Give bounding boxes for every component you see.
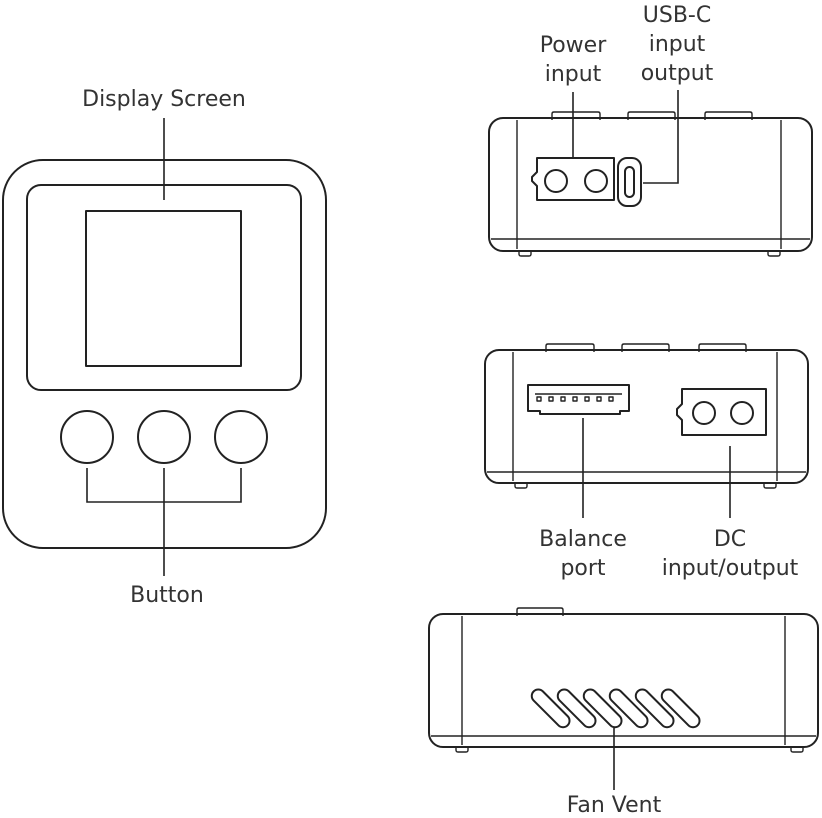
button-left bbox=[60, 410, 114, 464]
top-tab-3 bbox=[704, 111, 753, 120]
screen-bezel bbox=[26, 184, 302, 391]
device-body-side-1 bbox=[488, 117, 813, 252]
top-tab-3 bbox=[698, 343, 747, 352]
side-view-balance: Balance port DC input/output bbox=[484, 343, 809, 581]
balance-label-line2: port bbox=[560, 556, 605, 581]
balance-pin bbox=[596, 396, 602, 402]
balance-pin bbox=[560, 396, 566, 402]
front-view: Display Screen Button bbox=[2, 87, 327, 608]
fan-vent-label: Fan Vent bbox=[567, 793, 662, 818]
dc-label-line1: DC bbox=[714, 527, 746, 552]
device-body-side-2 bbox=[484, 349, 809, 484]
top-tab bbox=[516, 607, 564, 616]
usbc-label-line3: output bbox=[641, 61, 714, 86]
balance-port bbox=[527, 384, 630, 415]
button-right bbox=[214, 410, 268, 464]
top-tab-2 bbox=[627, 111, 676, 120]
device-body-side-3 bbox=[428, 613, 819, 748]
top-tab-1 bbox=[551, 111, 601, 120]
dc-port bbox=[676, 388, 767, 436]
power-input-port bbox=[531, 157, 615, 201]
balance-label-line1: Balance bbox=[539, 527, 627, 552]
vent-slot bbox=[660, 688, 701, 729]
usbc-leader bbox=[643, 90, 679, 184]
vent-slot bbox=[608, 688, 649, 729]
balance-pin bbox=[572, 396, 578, 402]
vent-slot bbox=[634, 688, 675, 729]
vent-slot bbox=[582, 688, 623, 729]
usbc-port-inner bbox=[624, 166, 635, 198]
balance-pins bbox=[536, 396, 614, 402]
power-pin-1 bbox=[544, 169, 568, 193]
fan-vent bbox=[530, 688, 701, 729]
button-middle bbox=[137, 410, 191, 464]
usbc-label-line2: input bbox=[649, 32, 706, 57]
button-bracket bbox=[86, 468, 242, 576]
dc-pin-2 bbox=[730, 401, 754, 425]
foot-left-3 bbox=[455, 747, 469, 753]
dc-label-line2: input/output bbox=[662, 556, 799, 581]
balance-pin bbox=[584, 396, 590, 402]
display-screen-label: Display Screen bbox=[82, 87, 246, 112]
top-tab-2 bbox=[621, 343, 670, 352]
power-pin-2 bbox=[584, 169, 608, 193]
foot-right-3 bbox=[790, 747, 804, 753]
power-label-line2: input bbox=[545, 62, 602, 87]
vent-slot bbox=[556, 688, 597, 729]
display-screen bbox=[85, 210, 242, 367]
top-tab-1 bbox=[545, 343, 595, 352]
vent-slot bbox=[530, 688, 571, 729]
foot-left-2 bbox=[514, 483, 528, 489]
balance-pin bbox=[548, 396, 554, 402]
balance-pin bbox=[536, 396, 542, 402]
dc-pin-1 bbox=[692, 401, 716, 425]
power-label-line1: Power bbox=[540, 33, 607, 58]
foot-right-1 bbox=[767, 251, 781, 257]
button-label: Button bbox=[130, 583, 204, 608]
foot-left-1 bbox=[518, 251, 532, 257]
usbc-port-outer bbox=[617, 157, 642, 207]
side-view-power: Power input USB-C input output bbox=[488, 3, 813, 257]
usbc-label-line1: USB-C bbox=[643, 3, 711, 28]
balance-pin bbox=[608, 396, 614, 402]
foot-right-2 bbox=[763, 483, 777, 489]
side-view-fan: Fan Vent bbox=[428, 607, 819, 818]
